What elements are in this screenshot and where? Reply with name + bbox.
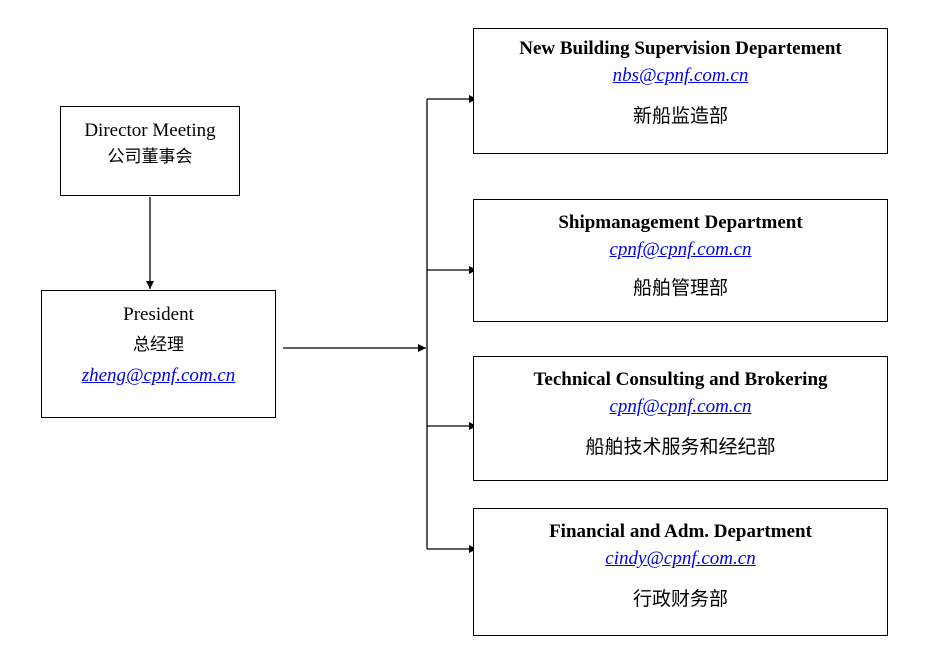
department-name-cn: 新船监造部: [632, 105, 728, 127]
director-name: Director Meeting: [84, 120, 216, 141]
president-box: President 总经理 zheng@cpnf.com.cn: [41, 290, 276, 418]
department-title: New Building Supervision Departement: [519, 38, 842, 59]
department-box-4: Financial and Adm. Department cindy@cpnf…: [473, 508, 888, 636]
department-title: Technical Consulting and Brokering: [533, 369, 828, 390]
department-email-link[interactable]: cpnf@cpnf.com.cn: [609, 239, 752, 260]
department-email-link[interactable]: cindy@cpnf.com.cn: [605, 548, 756, 569]
department-name-cn: 行政财务部: [632, 588, 728, 610]
department-title: Financial and Adm. Department: [549, 521, 812, 542]
department-box-3: Technical Consulting and Brokering cpnf@…: [473, 356, 888, 481]
department-title: Shipmanagement Department: [558, 212, 803, 233]
director-name-cn: 公司董事会: [107, 147, 193, 167]
department-email-link[interactable]: nbs@cpnf.com.cn: [612, 65, 749, 86]
department-box-1: New Building Supervision Departement nbs…: [473, 28, 888, 154]
department-email-link[interactable]: cpnf@cpnf.com.cn: [609, 396, 752, 417]
president-email-link[interactable]: zheng@cpnf.com.cn: [81, 365, 236, 386]
director-meeting-box: Director Meeting 公司董事会: [60, 106, 240, 196]
president-name: President: [123, 304, 194, 325]
department-name-cn: 船舶技术服务和经纪部: [585, 436, 776, 458]
department-box-2: Shipmanagement Department cpnf@cpnf.com.…: [473, 199, 888, 322]
department-name-cn: 船舶管理部: [632, 277, 728, 299]
president-name-cn: 总经理: [133, 335, 184, 355]
